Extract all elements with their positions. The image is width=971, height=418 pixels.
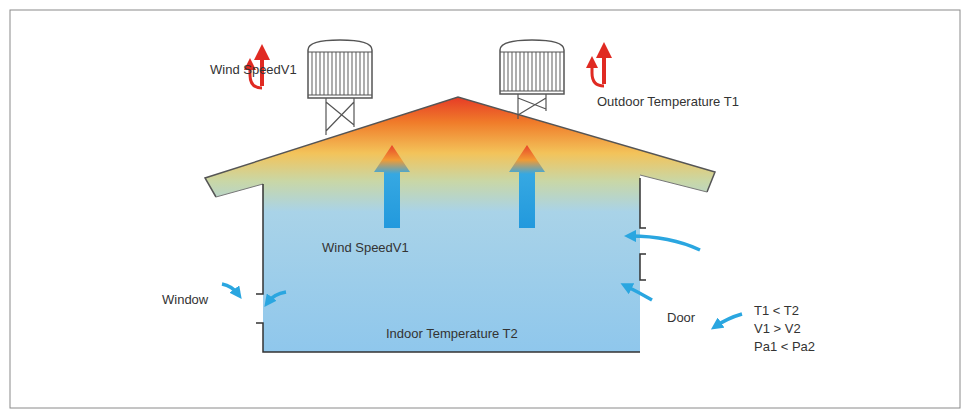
turbine-vane [339,52,340,95]
window-label: Window [162,292,208,307]
door-label: Door [667,310,695,325]
turbine-rim [500,51,564,52]
turbine-vane [355,52,356,95]
right-wall [640,178,646,280]
turbine-vane [335,52,336,95]
turbine-vane [535,52,536,91]
turbine-vane [315,52,316,95]
warm-air-arrow [509,145,545,228]
roof-outline [205,97,715,197]
turbine-vane [331,52,332,95]
turbine-vane [311,52,312,95]
turbine-vane [363,52,364,95]
wind-speed-label: Wind SpeedV1 [210,62,297,77]
turbine-vane [347,52,348,95]
turbine-vane [323,52,324,95]
turbine-vane [551,52,552,91]
turbine-rim [308,51,372,52]
turbine-vane [343,52,344,95]
turbine-vane [547,52,548,91]
turbine-vane [319,52,320,95]
turbine-vane [515,52,516,91]
turbine-vane [503,52,504,91]
turbine-stand [518,94,546,119]
airflow-arrows [222,236,742,326]
turbine-stand [326,98,354,135]
eave-underside [216,175,707,197]
turbine-head [500,40,564,94]
wind-speed-label: Wind SpeedV1 [322,240,409,255]
turbine-vane [359,52,360,95]
turbine-ventilator [308,40,372,135]
turbine-vane [327,52,328,95]
turbine-ventilators [308,40,564,135]
turbine-vane [559,52,560,91]
turbine-vane [543,52,544,91]
turbine-vane [511,52,512,91]
turbine-vane [519,52,520,91]
turbine-vane [531,52,532,91]
left-wall-floor [256,323,640,352]
turbine-rim [308,94,372,95]
turbine-vane [507,52,508,91]
turbine-vane [351,52,352,95]
turbine-rim [500,90,564,91]
turbine-vane [527,52,528,91]
turbine-ventilator [500,40,564,119]
turbine-vane [367,52,368,95]
condition-note: V1 > V2 [754,321,801,336]
exhaust-arrows [250,50,604,88]
warm-air-arrow [374,145,410,228]
indoor-temperature-label: Indoor Temperature T2 [386,326,518,341]
turbine-head [308,40,372,98]
turbine-vane [555,52,556,91]
frame [10,10,960,408]
turbine-vane [539,52,540,91]
condition-note: T1 < T2 [754,303,799,318]
house-interior [205,97,715,352]
left-wall [256,184,263,294]
turbine-vane [523,52,524,91]
outdoor-temperature-label: Outdoor Temperature T1 [597,94,739,109]
condition-note: Pa1 < Pa2 [754,339,815,354]
